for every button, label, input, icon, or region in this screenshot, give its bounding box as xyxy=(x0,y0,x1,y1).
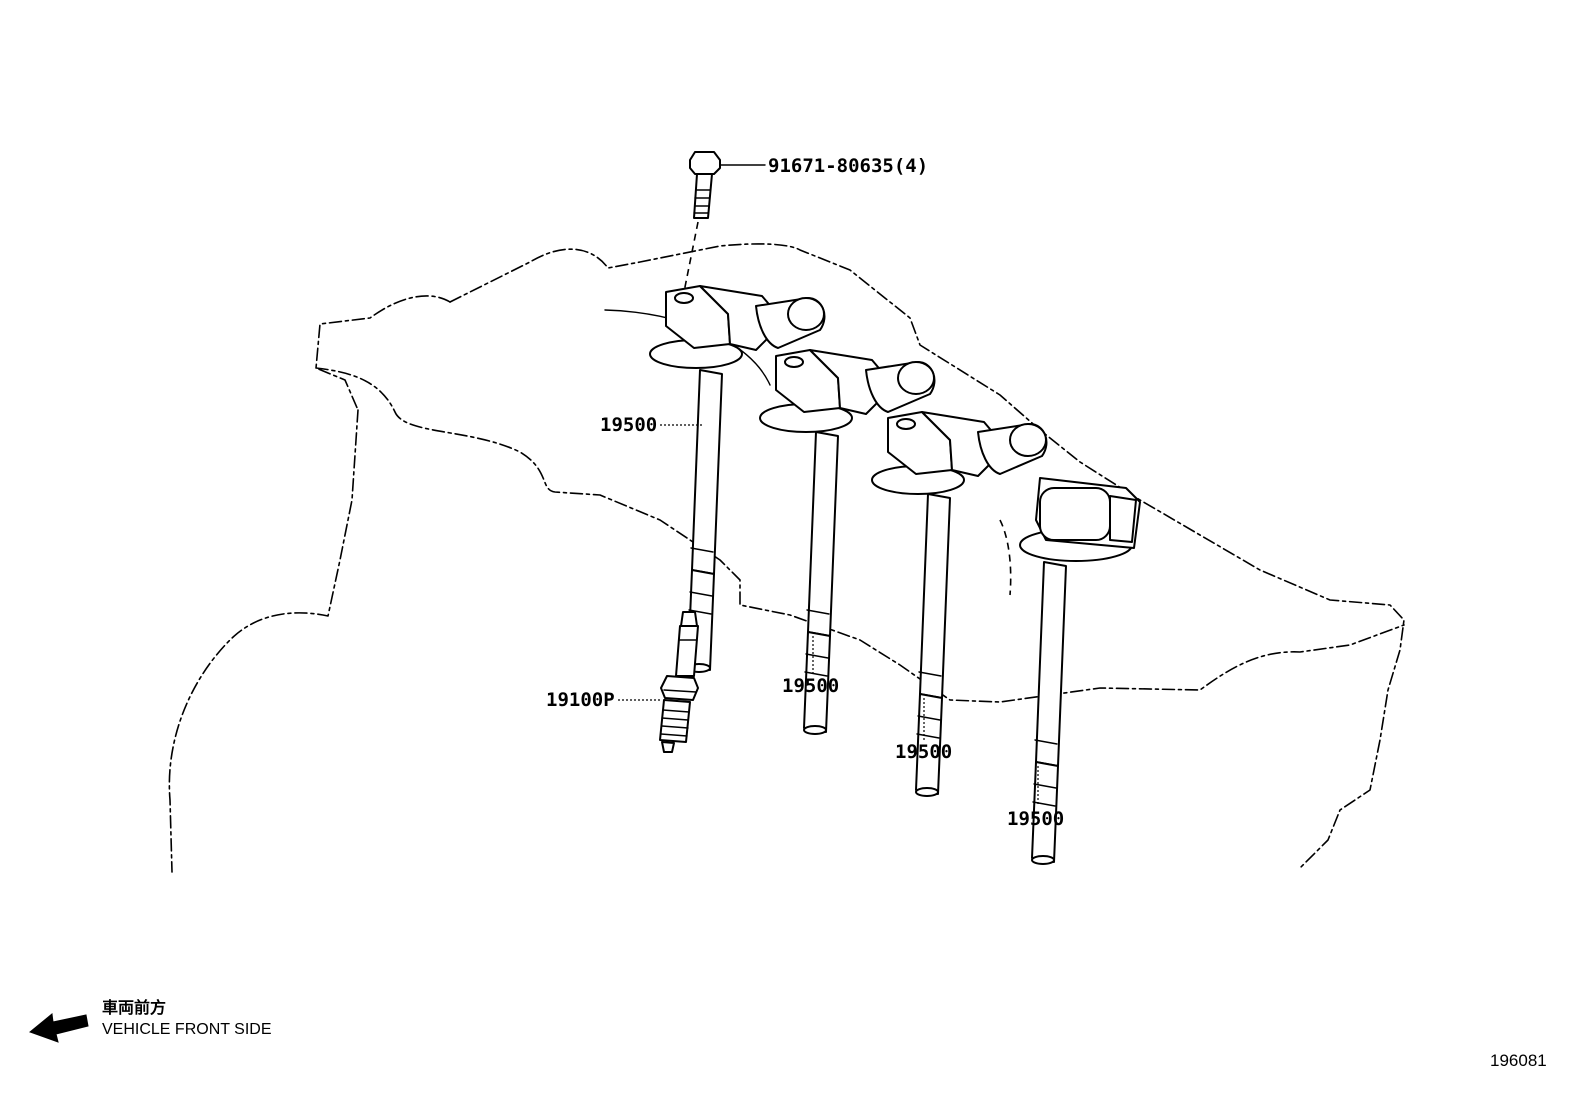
callout-ignition-coil-4: 19500 xyxy=(1007,808,1064,830)
ignition-coil-1 xyxy=(649,285,826,673)
figure-number: 196081 xyxy=(1490,1051,1547,1070)
callout-ignition-coil-1: 19500 xyxy=(600,414,657,436)
bolt-part xyxy=(683,151,766,293)
callout-spark-plug: 19100P xyxy=(546,689,615,711)
callout-ignition-coil-2: 19500 xyxy=(782,675,839,697)
arrow-left-down-icon xyxy=(28,1013,89,1043)
ignition-coil-4 xyxy=(1019,477,1141,865)
vehicle-front-indicator: 車両前方 VEHICLE FRONT SIDE xyxy=(28,998,272,1043)
direction-label-en: VEHICLE FRONT SIDE xyxy=(102,1021,272,1038)
spark-plug-part xyxy=(659,611,699,753)
callout-bolt: 91671-80635(4) xyxy=(768,155,928,177)
ignition-coil-3 xyxy=(871,411,1048,797)
callout-ignition-coil-3: 19500 xyxy=(895,741,952,763)
direction-label-jp: 車両前方 xyxy=(102,998,166,1017)
leader-lines xyxy=(618,424,1039,806)
